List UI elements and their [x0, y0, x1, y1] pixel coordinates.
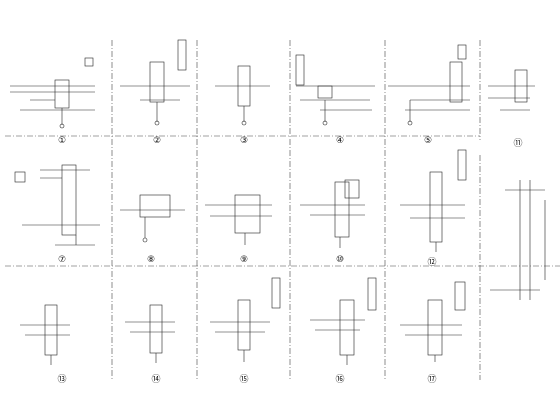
detail-13-drawing: [20, 304, 70, 365]
detail-label-3: ③: [239, 136, 249, 146]
grid-lines: [5, 40, 560, 380]
detail-12-drawing: [400, 149, 467, 252]
detail-15-drawing: [210, 277, 281, 362]
detail-7-drawing: [14, 164, 100, 246]
detail-5-drawing: [388, 44, 470, 126]
detail-17-drawing: [400, 281, 466, 362]
detail-11-drawing: [488, 69, 535, 111]
detail-label-17: ⑰: [427, 375, 437, 385]
detail-label-9: ⑨: [239, 255, 249, 265]
column-detail-drawing: [490, 180, 546, 300]
detail-1-drawing: [10, 57, 95, 129]
detail-label-1: ①: [57, 136, 67, 146]
detail-label-14: ⑭: [151, 375, 161, 385]
detail-label-5: ⑤: [423, 136, 433, 146]
detail-label-7: ⑦: [57, 255, 67, 265]
detail-label-2: ②: [152, 136, 162, 146]
detail-16-drawing: [310, 277, 377, 365]
detail-label-4: ④: [335, 136, 345, 146]
detail-9-drawing: [205, 194, 272, 245]
detail-3-drawing: [215, 65, 270, 126]
detail-14-drawing: [125, 304, 175, 363]
detail-4-drawing: [295, 54, 375, 126]
detail-label-13: ⑬: [57, 375, 67, 385]
detail-label-16: ⑯: [335, 375, 345, 385]
detail-8-drawing: [120, 194, 185, 243]
detail-10-drawing: [300, 179, 365, 248]
detail-label-15: ⑮: [239, 375, 249, 385]
detail-label-11: ⑪: [513, 139, 523, 149]
detail-2-drawing: [120, 39, 190, 126]
detail-label-8: ⑧: [146, 255, 156, 265]
detail-label-10: ⑩: [335, 255, 345, 265]
detail-label-12: ⑫: [427, 258, 437, 268]
